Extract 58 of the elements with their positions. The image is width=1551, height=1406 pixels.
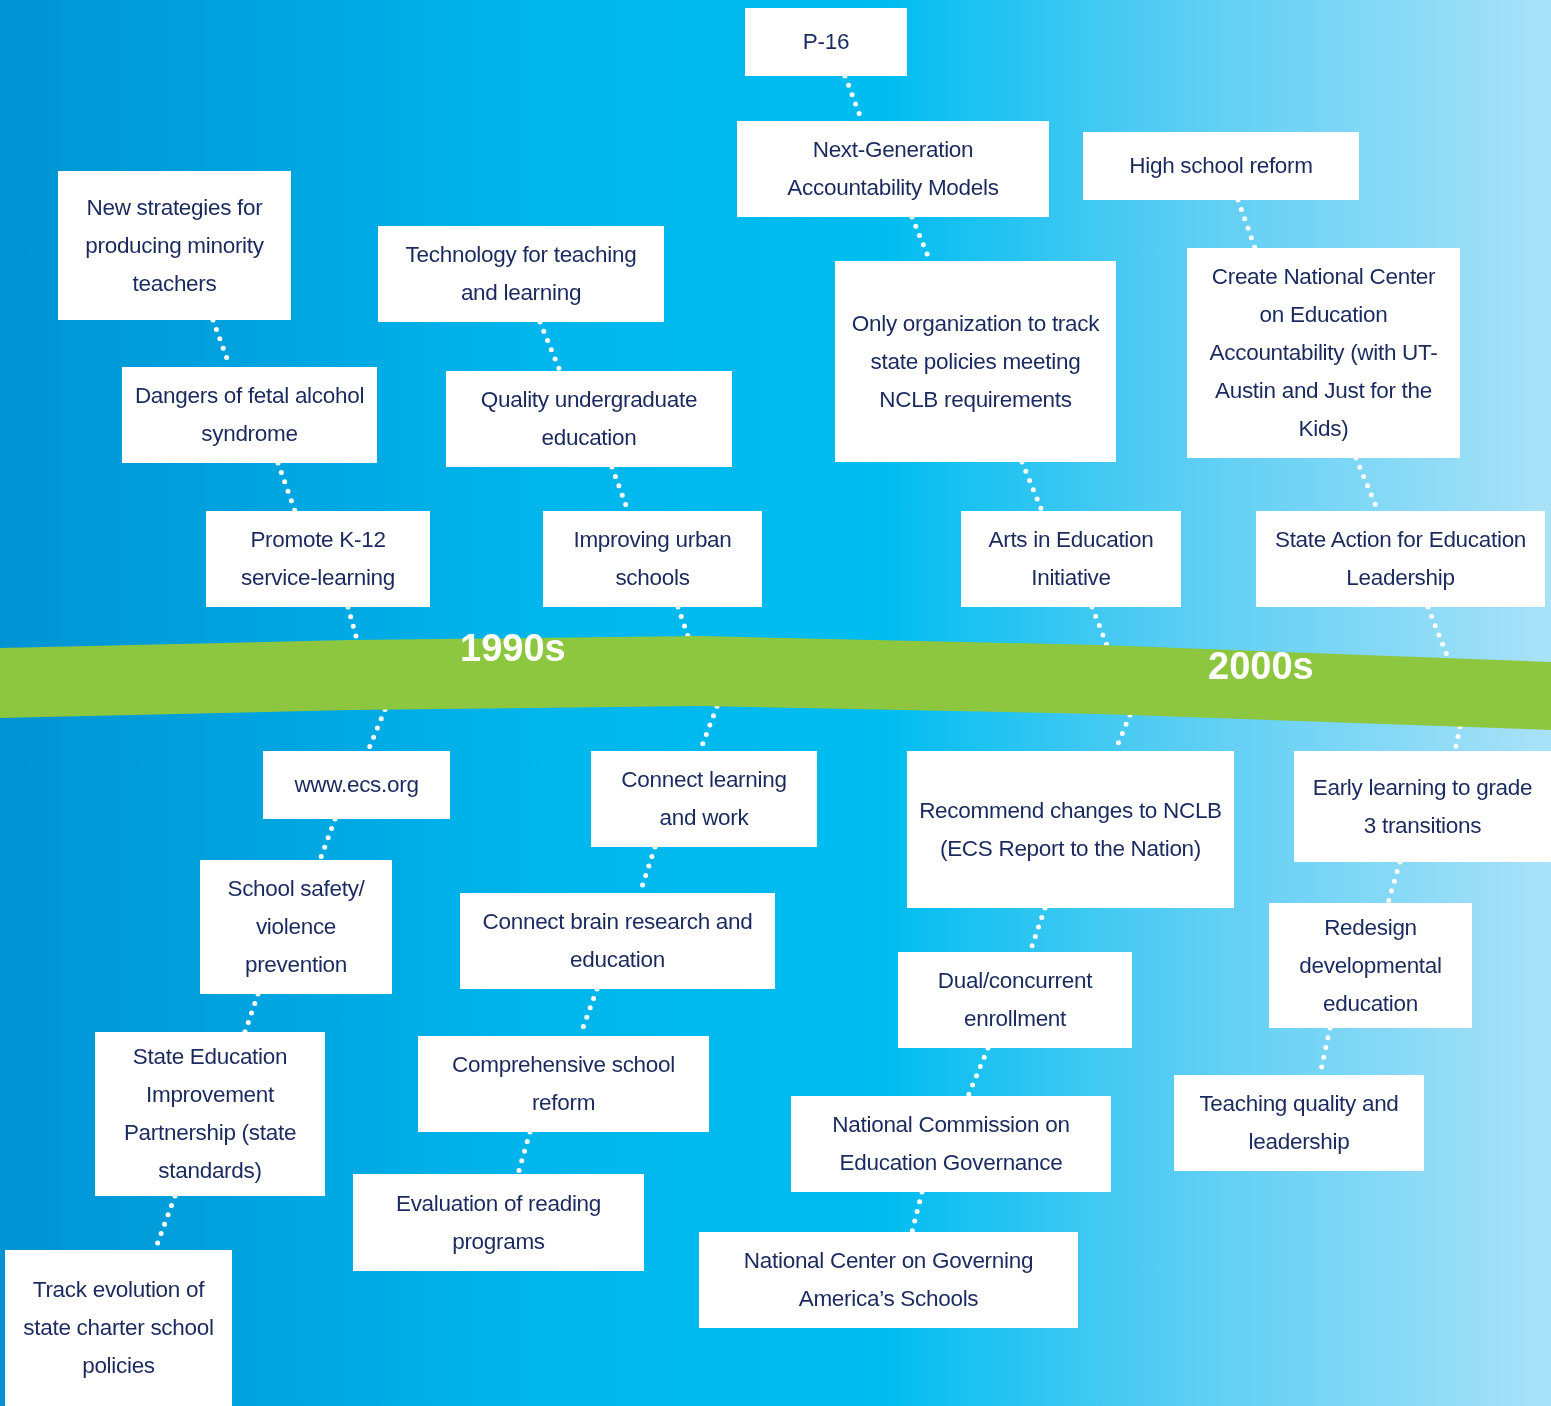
milestone-text: National Commission on Education Governance — [831, 1111, 1071, 1177]
milestone-box — [961, 511, 1181, 607]
milestone-text: Comprehensive school reform — [451, 1051, 676, 1117]
milestone-text: National Center on Governing America’s Schools — [742, 1247, 1035, 1313]
milestone-text: Early learning to grade 3 transitions — [1311, 773, 1534, 840]
milestone-text: School safety/ violence prevention — [226, 875, 366, 979]
milestone-text: Recommend changes to NCLB (ECS Report to the Nation) — [918, 796, 1223, 863]
milestone-text: High school reform — [1129, 152, 1313, 180]
milestone-box — [353, 1174, 644, 1271]
milestone-box — [1187, 248, 1460, 458]
milestone-box — [898, 952, 1132, 1048]
milestone-text: State Education Improvement Partnership (state standards) — [122, 1043, 298, 1185]
milestone-box — [1269, 903, 1472, 1028]
milestone-box — [122, 367, 377, 463]
milestone-text: www.ecs.org — [294, 771, 419, 799]
milestone-box — [745, 8, 907, 76]
milestone-box — [5, 1250, 232, 1406]
milestone-box — [95, 1032, 325, 1196]
milestone-box — [737, 121, 1049, 217]
milestone-box — [378, 226, 664, 322]
milestone-text: State Action for Education Leadership — [1273, 526, 1528, 592]
decade-label: 2000s — [1208, 646, 1314, 686]
milestone-text: Dual/concurrent enrollment — [936, 967, 1094, 1033]
milestone-box — [791, 1096, 1111, 1192]
milestone-text: Improving urban schools — [572, 526, 733, 592]
milestone-text: Evaluation of reading programs — [394, 1189, 603, 1256]
milestone-box — [206, 511, 430, 607]
milestone-box — [58, 171, 291, 320]
milestone-text: New strategies for producing minority teachers — [84, 193, 265, 298]
milestone-text: Track evolution of state charter school policies — [22, 1276, 215, 1380]
milestone-text: Quality undergraduate education — [479, 386, 699, 452]
milestone-box — [460, 893, 775, 989]
milestone-text: Dangers of fetal alcohol syndrome — [133, 382, 366, 448]
milestone-box — [1256, 511, 1545, 607]
milestone-box — [446, 371, 732, 467]
milestone-box — [263, 751, 450, 819]
milestone-text: Create National Center on Education Accountability (with UT-Austin and Just for the Kids) — [1208, 263, 1439, 443]
milestone-box — [835, 261, 1116, 462]
milestone-box — [1174, 1075, 1424, 1171]
milestone-box — [1083, 132, 1359, 200]
milestone-text: Connect brain research and education — [481, 908, 754, 974]
milestone-box — [591, 751, 817, 847]
milestone-text: Technology for teaching and learning — [404, 241, 638, 307]
milestone-text: Arts in Education Initiative — [987, 526, 1155, 592]
milestone-text: Connect learning and work — [620, 766, 788, 832]
milestone-box — [418, 1036, 709, 1132]
milestone-box — [543, 511, 762, 607]
milestone-text: P-16 — [802, 28, 850, 56]
milestone-box — [1294, 751, 1551, 862]
decade-label: 1990s — [460, 628, 566, 668]
milestone-box — [699, 1232, 1078, 1328]
milestone-text: Next-Generation Accountability Models — [786, 136, 1000, 202]
milestone-text: Promote K-12 service-learning — [240, 526, 396, 592]
milestone-text: Redesign developmental education — [1298, 913, 1443, 1018]
milestone-text: Teaching quality and leadership — [1198, 1090, 1400, 1156]
milestone-text: Only organization to track state policies meeting NCLB requirements — [850, 309, 1101, 414]
milestone-box — [200, 860, 392, 994]
milestone-box — [907, 751, 1234, 908]
